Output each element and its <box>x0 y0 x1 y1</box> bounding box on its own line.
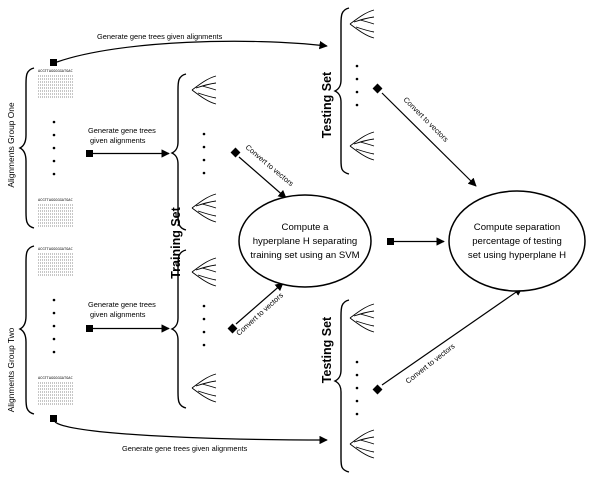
convert-node-4 <box>372 384 383 395</box>
training-set-title: Training Set <box>169 206 183 278</box>
tree-icon <box>349 303 375 333</box>
edge-label-generate-bottom: Generate gene trees given alignments <box>122 444 248 453</box>
alignment-header: ACGTTAGGGGGATGAC <box>38 247 73 251</box>
alignment-dots-1 <box>52 120 56 176</box>
separation-node-line-2: percentage of testing <box>472 236 562 247</box>
source-node-svm <box>387 238 394 245</box>
testing-top-brace <box>333 7 350 175</box>
separation-node-line-3: set using hyperplane H <box>468 250 566 261</box>
svm-node-line-1: Compute a <box>282 222 330 233</box>
tree-icon <box>191 193 217 223</box>
edge-label-generate-mid-1-line2: given alignments <box>90 136 146 145</box>
edge-convert-3 <box>381 92 477 187</box>
edge-label-generate-top: Generate gene trees given alignments <box>97 32 223 41</box>
alignment-dots-2 <box>52 298 56 354</box>
edge-convert-2 <box>235 282 284 325</box>
edge-convert-1 <box>238 156 287 199</box>
edge-label-generate-mid-2-line1: Generate gene trees <box>88 300 156 309</box>
source-node-mid-2 <box>86 325 93 332</box>
separation-node-line-1: Compute separation <box>474 222 560 233</box>
alignment-block-2a: ACGTTAGGGGGATGAC <box>37 247 75 276</box>
alignment-block-2b: ACGTTAGGGGGATGAC <box>37 376 75 405</box>
svm-node-line-3: training set using an SVM <box>250 250 359 261</box>
group-one-title: Alignments Group One <box>6 102 16 188</box>
testing-set-top-title: Testing Set <box>320 71 334 138</box>
edge-label-generate-mid-2-line2: given alignments <box>90 310 146 319</box>
tree-icon <box>191 373 217 403</box>
source-node-bottom <box>50 415 57 422</box>
svm-node-line-2: hyperplane H separating <box>253 236 358 247</box>
testing-top-tree-dots <box>355 64 359 107</box>
edge-generate-bottom <box>54 421 328 445</box>
alignment-header: ACGTTAGGGGGATGAC <box>38 376 73 380</box>
testing-set-bottom-title: Testing Set <box>320 316 334 383</box>
training-brace-bottom <box>170 249 187 409</box>
tree-icon <box>191 257 217 287</box>
convert-node-3 <box>372 83 383 94</box>
separation-node <box>448 190 586 292</box>
edge-label-convert-1: Convert to vectors <box>244 143 296 189</box>
group-two-title: Alignments Group Two <box>6 327 16 412</box>
testing-bottom-brace <box>333 299 350 473</box>
alignment-block-1a: ACGTTAGGGGGATGAC <box>37 69 75 98</box>
source-node-mid-1 <box>86 150 93 157</box>
group-one-brace <box>18 67 35 229</box>
training-tree-dots-2 <box>202 304 206 347</box>
group-two-brace <box>18 245 35 415</box>
edge-label-generate-mid-1-line1: Generate gene trees <box>88 126 156 135</box>
alignment-header: ACGTTAGGGGGATGAC <box>38 69 73 73</box>
edge-generate-top <box>56 40 328 63</box>
svm-node <box>238 194 372 288</box>
alignment-block-1b: ACGTTAGGGGGATGAC <box>37 198 75 227</box>
tree-icon <box>191 75 217 105</box>
edge-label-convert-4: Convert to vectors <box>404 341 457 385</box>
edge-convert-4 <box>381 287 523 386</box>
edge-label-convert-2: Convert to vectors <box>234 290 285 337</box>
training-tree-dots-1 <box>202 132 206 175</box>
source-node-top <box>50 59 57 66</box>
testing-bottom-tree-dots <box>355 360 359 416</box>
alignment-header: ACGTTAGGGGGATGAC <box>38 198 73 202</box>
convert-node-2 <box>227 323 238 334</box>
tree-icon <box>349 9 375 39</box>
tree-icon <box>349 131 375 161</box>
convert-node-1 <box>230 147 241 158</box>
training-brace-top <box>170 73 187 231</box>
tree-icon <box>349 429 375 459</box>
